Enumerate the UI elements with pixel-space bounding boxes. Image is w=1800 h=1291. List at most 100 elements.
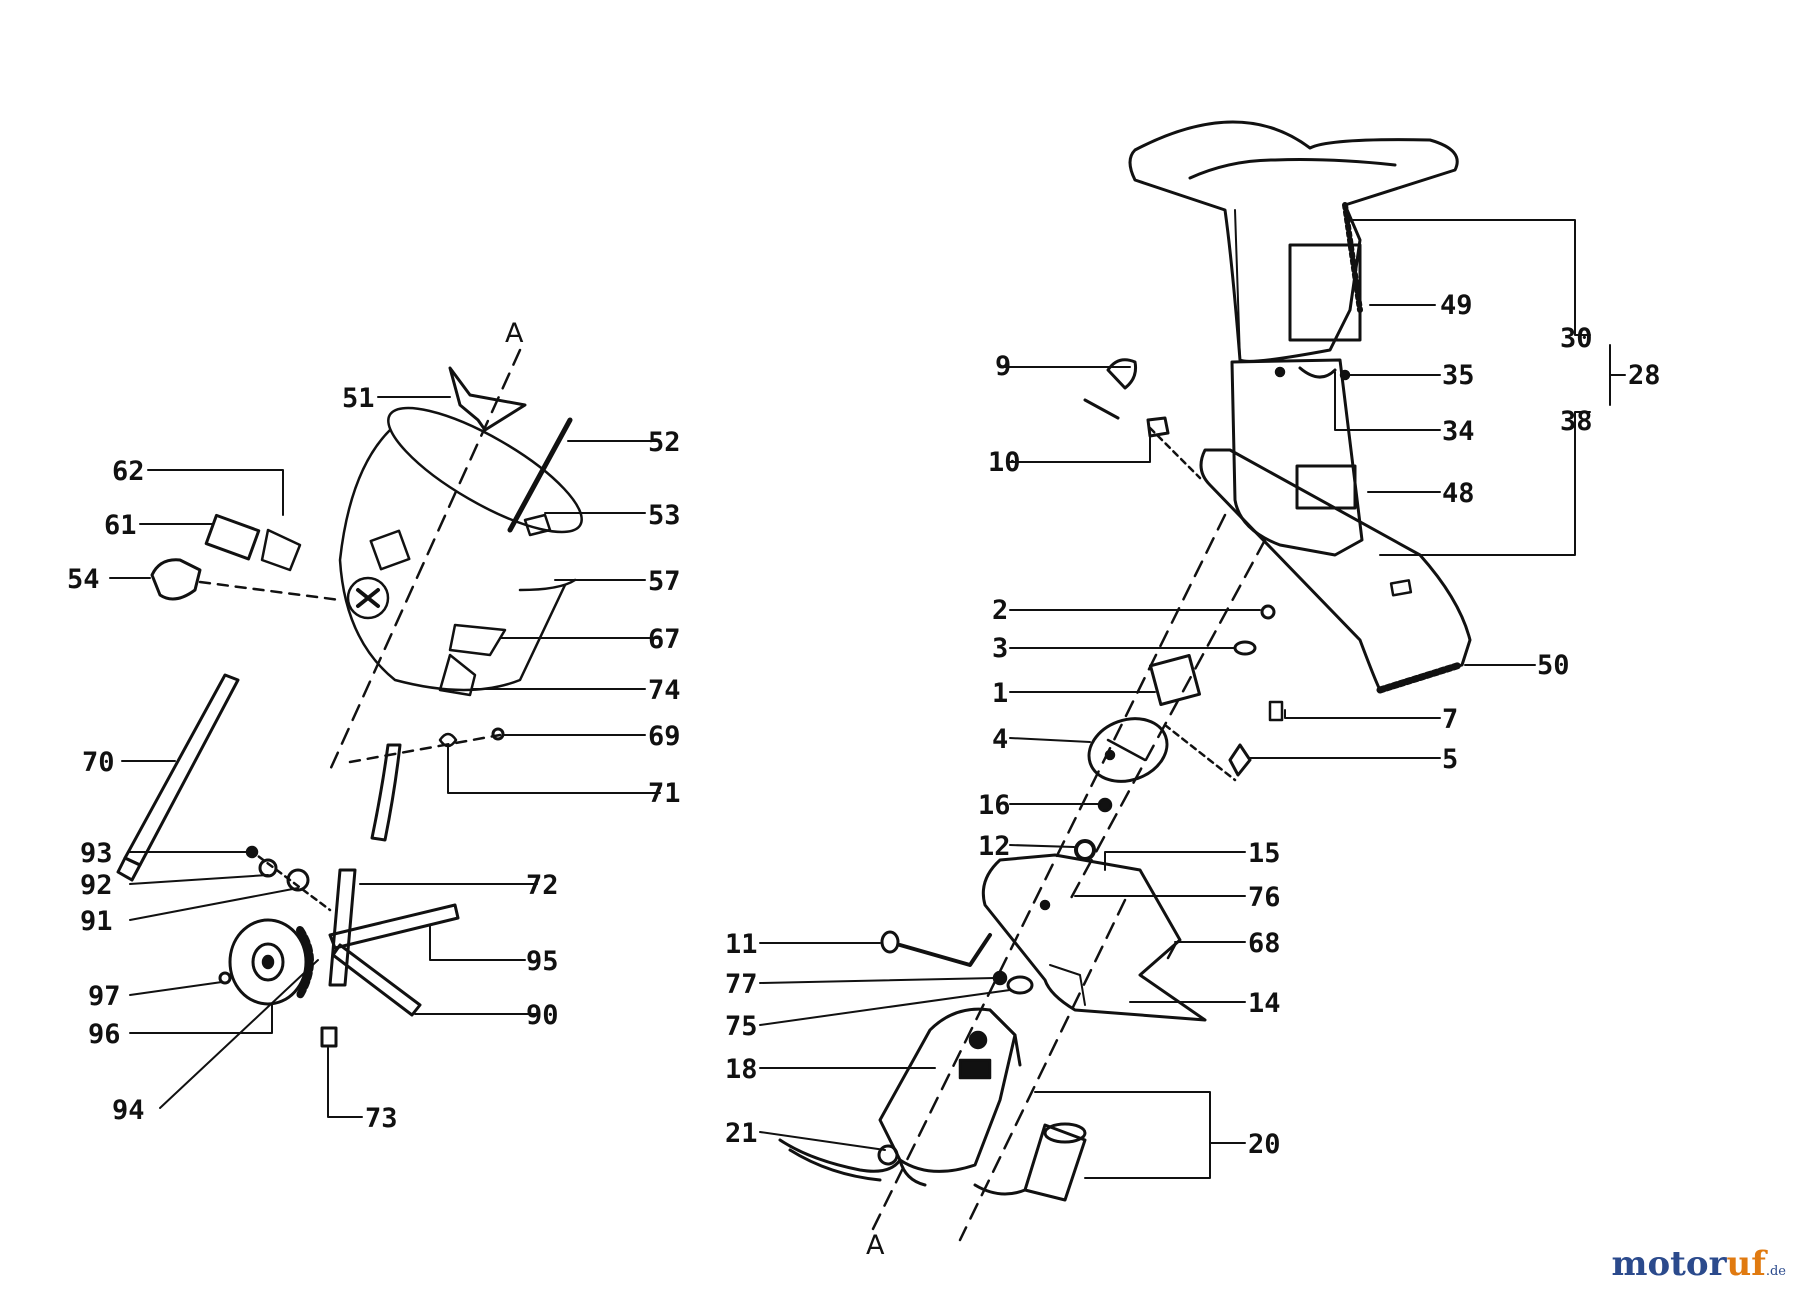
callout-90: 90: [526, 1000, 559, 1031]
part-51-bracket: [448, 366, 527, 432]
callout-35: 35: [1442, 360, 1475, 391]
callout-49: 49: [1440, 290, 1473, 321]
callout-71: 71: [648, 778, 681, 809]
callout-3: 3: [992, 633, 1009, 664]
callout-62: 62: [112, 456, 145, 487]
part-5-bracket: [1228, 743, 1252, 777]
part-12-nut: [1074, 839, 1096, 861]
left-assembly: [116, 348, 583, 1048]
callout-38: 38: [1560, 406, 1593, 437]
callout-51: 51: [342, 383, 375, 414]
callout-34: 34: [1442, 416, 1475, 447]
part-14-base: [981, 853, 1207, 1022]
part-53-screw: [523, 513, 552, 537]
callout-2: 2: [992, 595, 1009, 626]
right-leaders: [759, 219, 1626, 1179]
part-30-hopper-top: [1128, 120, 1459, 363]
callout-30: 30: [1560, 323, 1593, 354]
part-16-ring: [1097, 797, 1113, 813]
part-69-nut: [491, 727, 505, 741]
part-10-nut: [1146, 416, 1170, 438]
callout-57: 57: [648, 566, 681, 597]
callout-21: 21: [725, 1118, 758, 1149]
part-96-wheel: [228, 918, 314, 1006]
part-20-capacitor: [973, 1122, 1087, 1202]
part-52-bolt: [507, 417, 573, 533]
callout-53: 53: [648, 500, 681, 531]
part-73-pin: [320, 1026, 338, 1048]
part-61-switch: [204, 513, 261, 561]
part-90-blade: [331, 943, 422, 1017]
axis-line-right-2: [1068, 538, 1267, 902]
part-54-plug: [150, 558, 202, 601]
callout-12: 12: [978, 831, 1011, 862]
part-35-screw: [1339, 369, 1351, 381]
callout-50: 50: [1537, 650, 1570, 681]
callout-68: 68: [1248, 928, 1281, 959]
callout-70: 70: [82, 747, 115, 778]
part-72-rod: [370, 743, 402, 842]
part-97-nut: [218, 971, 232, 985]
callout-97: 97: [88, 981, 121, 1012]
callout-4: 4: [992, 724, 1009, 755]
callout-67: 67: [648, 624, 681, 655]
part-1-bearing: [1149, 654, 1201, 706]
axis-label-a-top: A: [505, 318, 524, 349]
callout-72: 72: [526, 870, 559, 901]
callout-11: 11: [725, 929, 758, 960]
callout-96: 96: [88, 1019, 121, 1050]
callout-7: 7: [1442, 704, 1459, 735]
dash-10: [1148, 426, 1202, 480]
callout-92: 92: [80, 870, 113, 901]
callout-5: 5: [1442, 744, 1459, 775]
brand-watermark: motoruf.de: [1612, 1247, 1786, 1281]
part-70-handle: [123, 673, 240, 867]
watermark-part1: motor: [1611, 1244, 1727, 1284]
part-74-tab: [438, 653, 477, 697]
part-75-washer: [1006, 975, 1034, 995]
callout-52: 52: [648, 427, 681, 458]
part-7-screw: [1268, 700, 1284, 722]
dash-93: [248, 848, 332, 912]
callout-54: 54: [67, 564, 100, 595]
axis-line-right-3: [958, 898, 1127, 1242]
dash-54: [198, 580, 342, 602]
part-11-bolt: [898, 933, 992, 967]
watermark-suffix: .de: [1765, 1264, 1786, 1279]
callout-75: 75: [725, 1011, 758, 1042]
callout-28: 28: [1628, 360, 1661, 391]
part-2-screw: [1260, 604, 1276, 620]
part-57-hopper: [338, 406, 583, 697]
axis-line-left: [328, 348, 522, 772]
callout-77: 77: [725, 969, 758, 1000]
callout-14: 14: [1248, 988, 1281, 1019]
callout-91: 91: [80, 906, 113, 937]
callout-48: 48: [1442, 478, 1475, 509]
part-67-label: [448, 623, 507, 657]
dash-5: [1163, 723, 1237, 782]
part-95-blade: [328, 903, 460, 950]
axis-line-right: [868, 513, 1227, 1237]
callout-73: 73: [365, 1103, 398, 1134]
part-9-knob: [1106, 358, 1137, 390]
part-21-cable: [778, 1138, 902, 1173]
callout-16: 16: [978, 790, 1011, 821]
axis-label-a-bottom: A: [866, 1230, 885, 1261]
callout-76: 76: [1248, 882, 1281, 913]
part-4-disc: [1087, 717, 1169, 783]
part-62-clip: [260, 528, 302, 572]
callout-61: 61: [104, 510, 137, 541]
callout-20: 20: [1248, 1129, 1281, 1160]
callout-69: 69: [648, 721, 681, 752]
part-49-label: [1288, 243, 1362, 342]
callout-95: 95: [526, 946, 559, 977]
right-assembly: [778, 120, 1472, 1242]
callout-9: 9: [995, 351, 1012, 382]
callout-74: 74: [648, 675, 681, 706]
callout-18: 18: [725, 1054, 758, 1085]
callout-15: 15: [1248, 838, 1281, 869]
left-leaders: [109, 396, 661, 1118]
dash-69: [348, 733, 502, 764]
callout-1: 1: [992, 678, 1009, 709]
